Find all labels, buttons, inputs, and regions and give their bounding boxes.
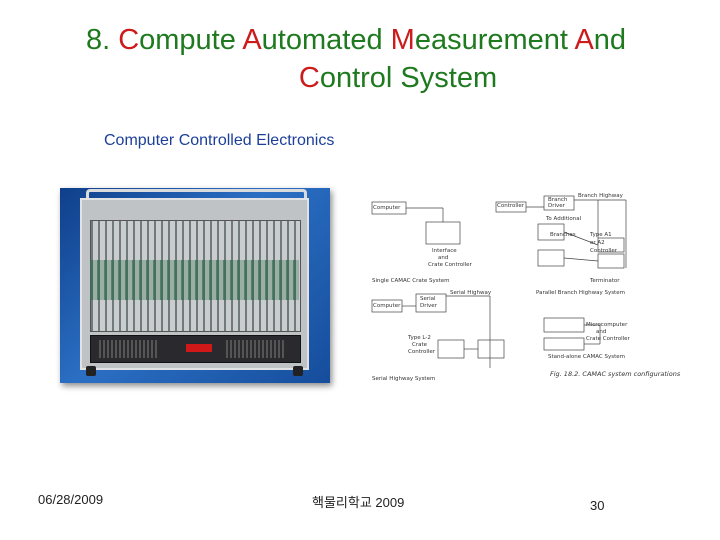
- diagram-caption: Fig. 18.2. CAMAC system configurations: [550, 371, 680, 378]
- diagram-label: Controller: [408, 349, 435, 356]
- diagram-label: Stand-alone CAMAC System: [548, 354, 625, 361]
- title-capital-letter: M: [391, 24, 415, 56]
- camac-crate-photo: [60, 188, 330, 383]
- crate-foot-left: [86, 366, 96, 376]
- title-text-run: utomated: [262, 24, 391, 56]
- title-text-run: 8.: [86, 24, 118, 56]
- diagram-label: Microcomputer: [586, 322, 627, 329]
- title-capital-letter: A: [242, 24, 261, 56]
- title-text-run: ompute: [139, 24, 242, 56]
- title-text-run: ontrol System: [320, 62, 497, 94]
- crate-power-panel: [90, 335, 301, 363]
- diagram-label: or A2: [590, 240, 605, 247]
- diagram-label: Crate Controller: [428, 262, 472, 269]
- vent-grill-left: [99, 340, 159, 358]
- crate-circuit-boards: [90, 260, 299, 300]
- diagram-label: Branches: [550, 232, 576, 239]
- diagram-label: Computer: [373, 303, 400, 310]
- diagram-label: Interface: [432, 248, 457, 255]
- diagram-label: and: [596, 329, 606, 336]
- diagram-label: Parallel Branch Highway System: [536, 290, 625, 297]
- footer-date: 06/28/2009: [38, 492, 103, 507]
- slide-title-line-1: 8. Compute Automated Measurement And: [0, 22, 716, 58]
- slide-subtitle: Computer Controlled Electronics: [104, 132, 334, 150]
- diagram-label: Crate: [412, 342, 427, 349]
- diagram-label: Computer: [373, 205, 400, 212]
- diagram-label: Serial Highway: [450, 290, 491, 297]
- footer-center-text: 핵물리학교 2009: [312, 492, 404, 511]
- title-capital-letter: A: [574, 24, 593, 56]
- diagram-label: Crate Controller: [586, 336, 630, 343]
- diagram-label: and: [438, 255, 448, 262]
- diagram-label: Serial Highway System: [372, 376, 435, 383]
- title-capital-letter: C: [299, 62, 320, 94]
- page-number: 30: [590, 498, 604, 513]
- diagram-label: Type A1: [590, 232, 612, 239]
- diagram-label: Controller: [497, 203, 524, 210]
- vent-grill-right: [226, 340, 286, 358]
- diagram-label: Serial: [420, 296, 436, 303]
- diagram-label: Terminator: [590, 278, 620, 285]
- diagram-label: Type L-2: [408, 335, 431, 342]
- crate-led-display: [186, 344, 212, 352]
- title-text-run: nd: [594, 24, 626, 56]
- crate-foot-right: [293, 366, 303, 376]
- title-capital-letter: C: [118, 24, 139, 56]
- title-text-run: easurement: [415, 24, 575, 56]
- crate-frame: [80, 198, 309, 370]
- diagram-label: Driver: [420, 303, 437, 310]
- camac-configuration-diagram: Computer Controller Branch Driver Branch…: [368, 190, 630, 385]
- slide-title-line-2: Control System: [38, 60, 720, 96]
- diagram-label: To Additional: [546, 216, 581, 223]
- diagram-label: Branch Highway: [578, 193, 623, 200]
- diagram-label: Controller: [590, 248, 617, 255]
- diagram-label: Single CAMAC Crate System: [372, 278, 450, 285]
- diagram-label: Driver: [548, 203, 565, 210]
